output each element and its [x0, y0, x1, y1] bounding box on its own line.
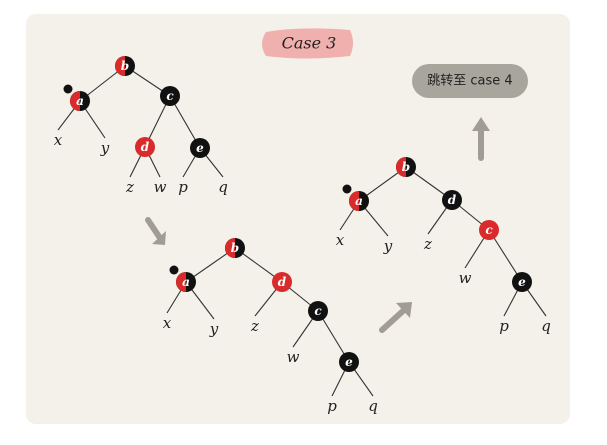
tree3-node-label-c: c	[485, 223, 493, 237]
tree3-edge-c-e	[488, 229, 523, 283]
tree1-leaf-z: z	[125, 178, 134, 196]
tree1-leaf-w: w	[154, 178, 167, 196]
tree1-extra-black-dot	[63, 84, 73, 94]
tree3-node-d: d	[442, 190, 462, 210]
title-text: Case 3	[282, 34, 337, 53]
tree3-node-c: c	[479, 220, 499, 240]
tree2-leaf-y: y	[209, 320, 219, 338]
tree1-node-a: a	[63, 84, 90, 111]
tree2-node-label-e: e	[345, 355, 353, 369]
title-badge: Case 3	[262, 28, 353, 59]
tree3-leaf-w: w	[459, 269, 472, 287]
tree3-leaf-q: q	[541, 317, 551, 335]
tree1-node-d: d	[135, 137, 155, 157]
tree3-node-a: a	[342, 184, 369, 211]
tree2-leaf-p: p	[327, 397, 337, 415]
tree2-leaf-w: w	[287, 348, 300, 366]
tree1-node-label-b: b	[121, 59, 129, 73]
tree3-leaf-y: y	[383, 237, 393, 255]
tree1-node-label-d: d	[141, 140, 150, 154]
tree3-node-label-a: a	[355, 194, 363, 208]
tree2-node-e: e	[339, 352, 359, 372]
tree2-node-b: b	[225, 238, 245, 258]
tree1-edge-c-e	[169, 95, 201, 149]
tree3-node-label-b: b	[402, 160, 410, 174]
tree3-node-e: e	[512, 272, 532, 292]
goto-case4-text: 跳转至 case 4	[427, 74, 512, 89]
tree3-leaf-p: p	[499, 317, 509, 335]
tree1-leaf-x: x	[54, 131, 63, 149]
tree3-leaf-x: x	[336, 231, 345, 249]
tree2-leaf-q: q	[368, 397, 378, 415]
tree1-node-c: c	[160, 86, 180, 106]
tree3-node-label-d: d	[448, 193, 457, 207]
tree3-node-label-e: e	[518, 275, 526, 289]
tree2-node-label-a: a	[182, 275, 190, 289]
tree1-leaf-y: y	[100, 139, 110, 157]
tree3-node-b: b	[396, 157, 416, 177]
tree3-extra-black-dot	[342, 184, 352, 194]
tree2-leaf-x: x	[163, 314, 172, 332]
tree2-node-label-c: c	[314, 304, 322, 318]
tree1-leaf-q: q	[218, 178, 228, 196]
tree1-node-label-a: a	[76, 94, 84, 108]
tree1-node-label-e: e	[196, 141, 204, 155]
tree2: b a d c e x y z w p q	[163, 238, 378, 415]
tree2-node-c: c	[308, 301, 328, 321]
tree2-node-label-d: d	[278, 275, 287, 289]
tree1-leaf-p: p	[178, 178, 188, 196]
tree2-extra-black-dot	[169, 265, 179, 275]
tree1-node-label-c: c	[166, 89, 174, 103]
tree2-leaf-z: z	[250, 317, 259, 335]
tree2-node-a: a	[169, 265, 196, 292]
tree3-leaf-z: z	[423, 235, 432, 253]
tree3: b a d c e x y z w p q	[336, 157, 551, 335]
arrow-up-tree3-to-case4	[472, 117, 490, 161]
goto-case4-badge: 跳转至 case 4	[412, 64, 528, 98]
tree2-node-label-b: b	[231, 241, 239, 255]
arrow-up-tree2-to-tree3	[379, 302, 412, 333]
tree1-node-e: e	[190, 138, 210, 158]
tree2-node-d: d	[272, 272, 292, 292]
arrow-down-tree1-to-tree2	[145, 217, 166, 245]
tree1-node-b: b	[115, 56, 135, 76]
